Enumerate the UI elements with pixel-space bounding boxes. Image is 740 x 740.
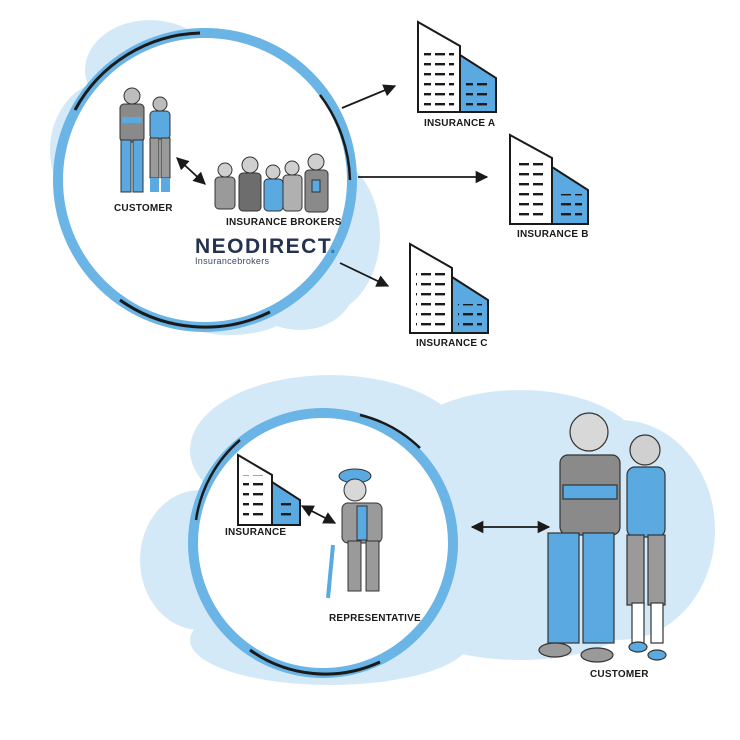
neodirect-logo: NEODIRECT. Insurancebrokers [195,235,338,267]
customer-couple-figure [119,87,171,193]
representative-figure [326,468,383,599]
logo-subtitle: Insurancebrokers [195,256,270,266]
customer-couple-large-figure [538,412,667,663]
insurance-representative-arrow [300,505,337,524]
insurance-brokers-group-figure [214,153,329,213]
logo-text: NEODIRECT [195,235,330,258]
logo-dot: . [329,235,338,258]
arrow-to-insurance-a [341,84,397,109]
customer-broker-arrow [176,157,206,185]
insurance-a-label: INSURANCE A [424,118,496,129]
insurance-b-building-icon [509,133,589,225]
insurance-b-label: INSURANCE B [517,229,589,240]
insurance-brokers-label: INSURANCE BROKERS [226,217,342,228]
arrow-to-insurance-c [339,262,390,287]
top-customer-label: CUSTOMER [114,203,173,214]
representative-label: REPRESENTATIVE [329,613,421,624]
bottom-insurance-label: INSURANCE [225,527,287,538]
insurance-c-building-icon [409,242,489,334]
bottom-representative-circle [188,408,458,678]
bottom-customer-label: CUSTOMER [590,669,649,680]
insurance-a-building-icon [417,20,497,113]
insurance-building-icon [237,453,301,526]
insurance-c-label: INSURANCE C [416,338,488,349]
